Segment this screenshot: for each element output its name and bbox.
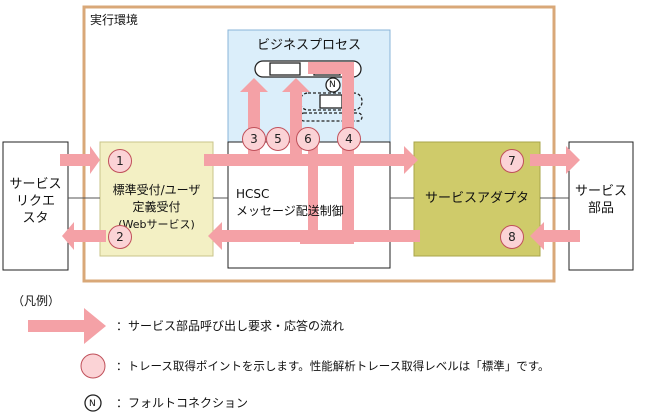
business-process-label: ビジネスプロセス <box>256 38 361 53</box>
legend-arrow-desc: ：サービス部品呼び出し要求・応答の流れ <box>116 319 345 333</box>
trace-point-2: 2 <box>108 225 132 249</box>
trace-point-3: 3 <box>242 127 266 151</box>
legend-fault-desc: ：フォルトコネクション <box>116 396 249 410</box>
legend-trace-point-icon <box>80 353 106 379</box>
requester-line-1: サービス <box>9 177 62 192</box>
reception-line-2: 定義受付 <box>132 200 181 214</box>
arrow-loop-inner <box>308 140 318 232</box>
hcsc-line-2: メッセージ配送制御 <box>236 204 344 218</box>
service-requester-label: サービス リクエ スタ <box>3 176 68 227</box>
component-line-2: 部品 <box>587 201 614 216</box>
service-component-label: サービス 部品 <box>569 183 633 217</box>
legend-arrow-icon <box>28 308 106 344</box>
service-requester-box <box>2 141 69 271</box>
arrow-to-component <box>530 146 580 174</box>
standard-reception-label: 標準受付/ユーザ 定義受付 (Webサービス) <box>100 182 213 233</box>
trace-point-4: 4 <box>337 127 361 151</box>
service-adapter-label: サービスアダプタ <box>424 191 529 206</box>
legend-title: （凡例） <box>12 294 61 308</box>
fault-symbol-text: N <box>329 80 336 90</box>
arrow-up-3 <box>240 78 268 160</box>
execution-env-label: 実行環境 <box>90 13 139 27</box>
flow-arrows <box>60 62 580 250</box>
requester-line-2: リクエ <box>15 194 55 209</box>
hcsc-line-1: HCSC <box>236 187 270 201</box>
arrow-loop-4 <box>300 62 354 244</box>
reception-line-1: 標準受付/ユーザ <box>112 183 201 197</box>
arrow-from-component <box>530 222 580 250</box>
execution-env-frame <box>82 5 556 283</box>
trace-point-7: 7 <box>500 149 524 173</box>
arrow-up-56 <box>282 78 310 160</box>
hcsc-label: HCSC メッセージ配送制御 <box>236 186 344 220</box>
legend-circle-desc: ：トレース取得ポイントを示します。性能解析トレース取得レベルは「標準」です。 <box>116 359 550 373</box>
component-line-1: サービス <box>574 184 627 199</box>
trace-point-5: 5 <box>266 127 290 151</box>
legend-fault-icon <box>84 394 102 412</box>
requester-line-3: スタ <box>22 211 49 226</box>
legend-fault-symbol-text: N <box>89 399 96 409</box>
reception-line-3: (Webサービス) <box>118 218 195 231</box>
fault-connection-icon <box>325 77 341 93</box>
trace-point-8: 8 <box>500 225 524 249</box>
trace-point-1: 1 <box>108 149 132 173</box>
trace-point-6: 6 <box>296 127 320 151</box>
arrow-request-in <box>60 146 100 174</box>
arrow-response-out <box>62 222 106 250</box>
service-component-box <box>568 141 634 271</box>
